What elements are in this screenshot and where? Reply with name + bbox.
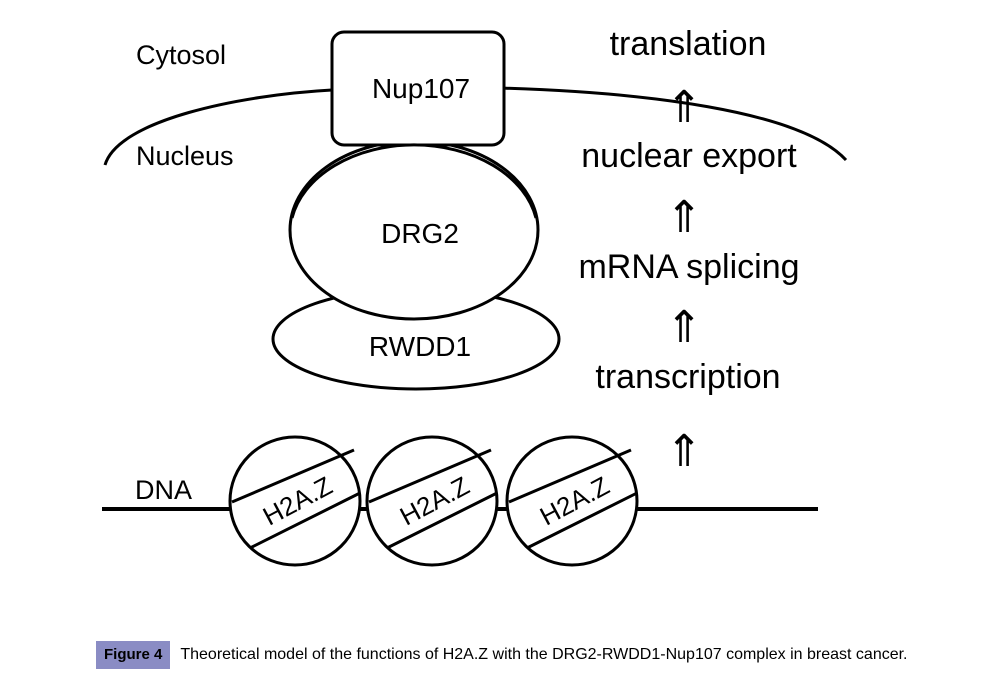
nucleosome-1: H2A.Z <box>228 435 362 567</box>
nucleus-label: Nucleus <box>136 141 234 171</box>
drg2-label: DRG2 <box>381 218 459 249</box>
double-up-arrow-icon: ⇑ <box>666 427 703 476</box>
pathway-transcription: transcription <box>595 358 780 396</box>
double-up-arrow-icon: ⇑ <box>666 303 703 352</box>
diagram: Cytosol Nucleus RWDD1 DRG2 Nup107 DNA H2… <box>102 25 848 567</box>
double-up-arrow-icon: ⇑ <box>666 193 703 242</box>
nucleosome-2: H2A.Z <box>365 435 499 567</box>
figure-caption: Figure 4 Theoretical model of the functi… <box>96 640 908 670</box>
double-up-arrow-icon: ⇑ <box>666 83 703 132</box>
drg2-top-edge <box>290 143 538 219</box>
nuclear-envelope <box>103 86 848 166</box>
pathway-translation: translation <box>610 25 767 63</box>
caption-text: Theoretical model of the functions of H2… <box>180 646 908 663</box>
cytosol-label: Cytosol <box>136 40 226 70</box>
nucleosome-3: H2A.Z <box>505 435 639 567</box>
dna-label: DNA <box>135 475 192 505</box>
pathway-mrna-splicing: mRNA splicing <box>578 248 799 286</box>
pathway-nuclear-export: nuclear export <box>581 137 797 175</box>
rwdd1-label: RWDD1 <box>369 331 471 362</box>
figure-badge: Figure 4 <box>96 641 171 669</box>
nup107-label: Nup107 <box>372 73 470 104</box>
